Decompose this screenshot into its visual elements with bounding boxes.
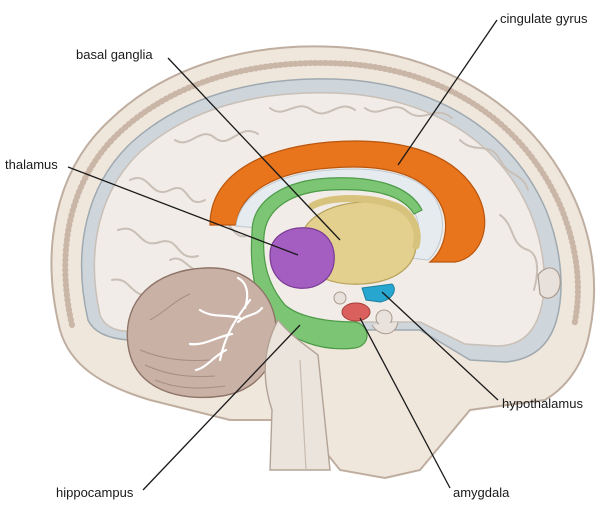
skull-diploe [62, 59, 581, 329]
leader-basal-ganglia [167, 57, 341, 241]
spinal-canal [299, 359, 307, 471]
label-basal-ganglia: basal ganglia [76, 47, 153, 62]
arbor-vitae [188, 276, 264, 372]
label-amygdala: amygdala [453, 485, 510, 500]
caudate-tail [308, 195, 421, 250]
leader-lines [67, 19, 499, 491]
cerebellum [126, 267, 278, 399]
label-thalamus: thalamus [5, 157, 58, 172]
leader-hippocampus [142, 324, 301, 491]
cortical-sulci [111, 105, 539, 296]
label-hypothalamus: hypothalamus [502, 396, 583, 411]
hippocampus-fornix [250, 177, 423, 350]
leader-amygdala [359, 317, 451, 489]
cingulate-gyrus [209, 140, 486, 263]
leader-hypothalamus [381, 291, 499, 401]
amygdala [341, 302, 371, 322]
frontal-sinus [537, 267, 561, 299]
label-hippocampus: hippocampus [56, 485, 134, 500]
brainstem [264, 318, 331, 471]
leader-thalamus [67, 166, 299, 256]
leader-cingulate-gyrus [397, 19, 498, 166]
cerebellar-folia [139, 293, 226, 389]
thalamus [269, 227, 335, 289]
label-cingulate-gyrus: cingulate gyrus [500, 11, 588, 26]
hypothalamus [361, 283, 395, 303]
pituitary-region [333, 291, 399, 335]
